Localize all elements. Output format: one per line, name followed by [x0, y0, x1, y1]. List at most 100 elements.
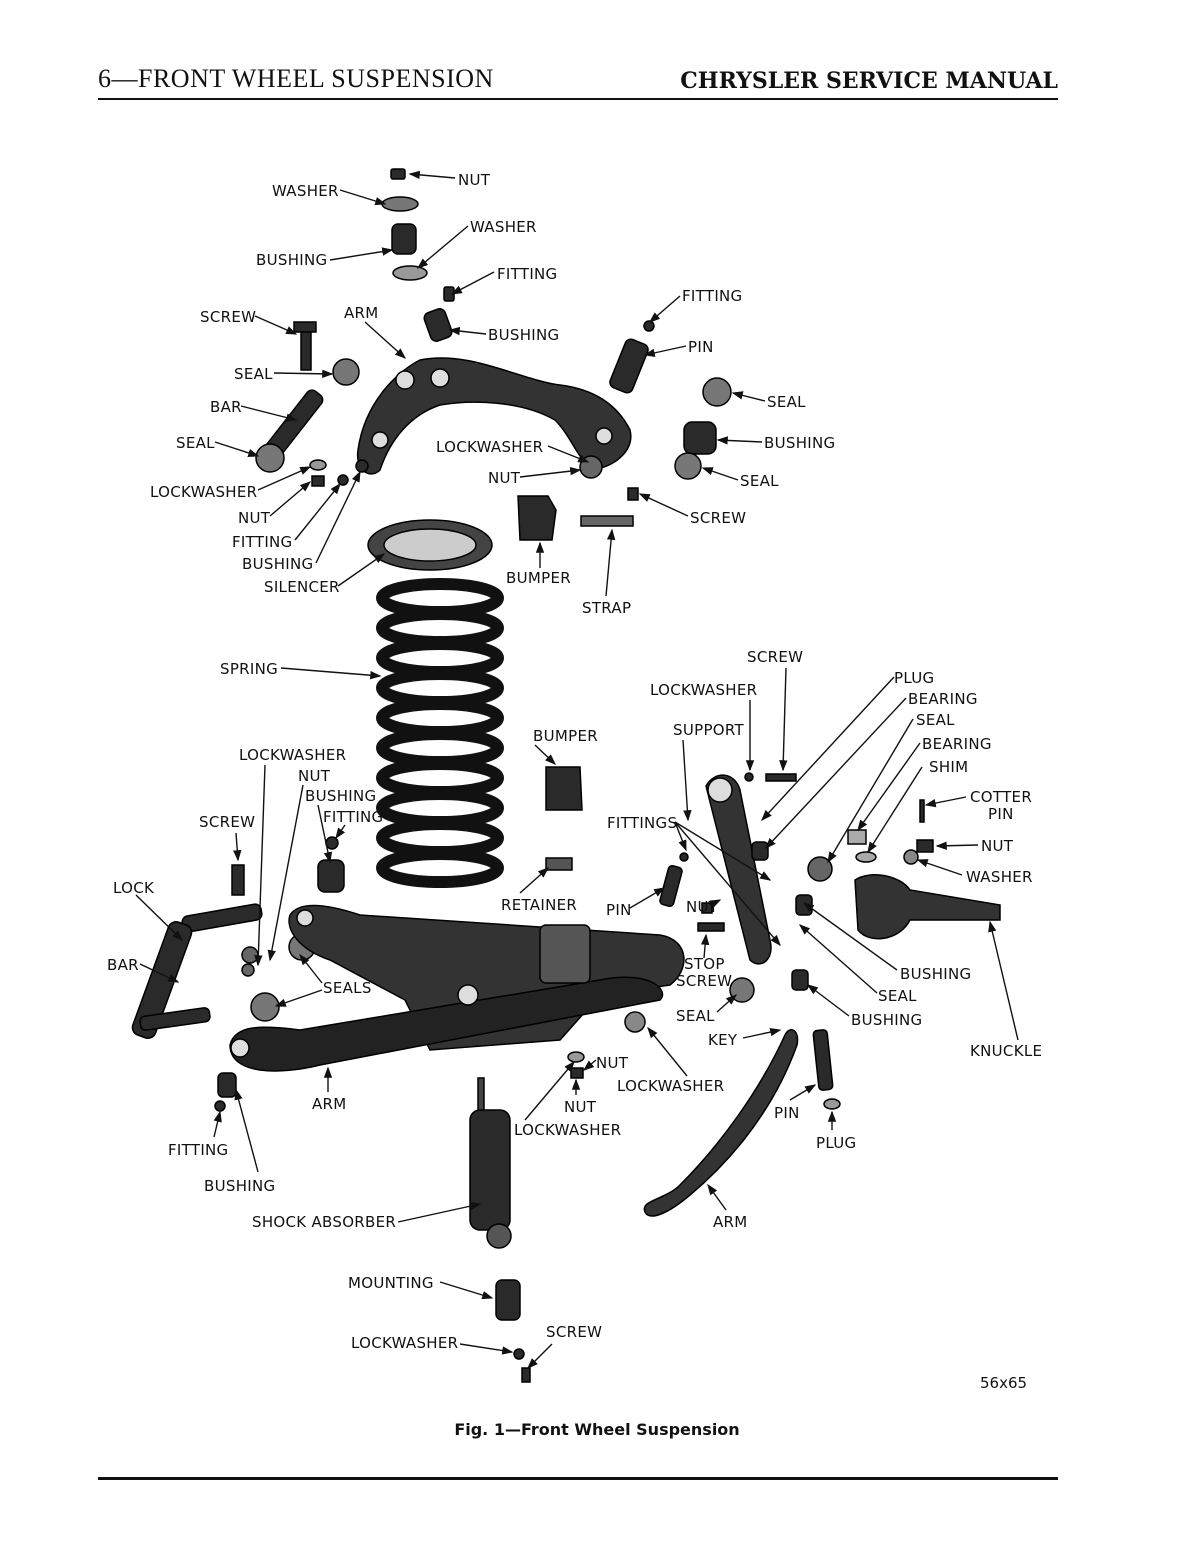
figure-code: 56x65: [980, 1374, 1028, 1392]
label-lockwasher: LOCKWASHER: [617, 1077, 724, 1095]
label-fitting: FITTING: [323, 808, 383, 826]
label-bushing: BUSHING: [851, 1011, 922, 1029]
label-nut: NUT: [238, 509, 271, 527]
label-nut: NUT: [981, 837, 1014, 855]
lower-bumper: [545, 766, 583, 811]
small-bushing: [355, 459, 369, 473]
label-washer: WASHER: [966, 868, 1033, 886]
label-stop-screw: SCREW: [676, 972, 732, 990]
label-nut: NUT: [298, 767, 331, 785]
screw-head: [293, 321, 317, 333]
seal-left-lower: [255, 443, 285, 473]
label-lockwasher: LOCKWASHER: [351, 1334, 458, 1352]
label-lock: LOCK: [113, 879, 155, 897]
label-lockwasher: LOCKWASHER: [514, 1121, 621, 1139]
label-cotter: COTTER: [970, 788, 1032, 806]
label-screw: SCREW: [690, 509, 746, 527]
parts-illustration: [255, 168, 732, 571]
lock-plate: [181, 903, 263, 933]
plug: [823, 1098, 841, 1110]
label-arm: ARM: [344, 304, 379, 322]
label-stop: STOP: [684, 955, 725, 973]
label-spring: SPRING: [220, 660, 278, 678]
label-screw: SCREW: [546, 1323, 602, 1341]
bearing-2: [847, 829, 867, 845]
mount-screw: [521, 1367, 531, 1383]
label-fittings: FITTINGS: [607, 814, 677, 832]
label-bushing: BUSHING: [764, 434, 835, 452]
label-bushing: BUSHING: [204, 1177, 275, 1195]
bushing-right-small: [795, 894, 813, 916]
left-screw: [231, 864, 245, 896]
label-lockwasher: LOCKWASHER: [436, 438, 543, 456]
label-lockwasher: LOCKWASHER: [650, 681, 757, 699]
label-washer: WASHER: [470, 218, 537, 236]
label-plug: PLUG: [816, 1134, 856, 1152]
stop-screw: [697, 922, 725, 932]
upper-pin: [609, 338, 649, 394]
label-bushing: BUSHING: [242, 555, 313, 573]
seal-lower-2: [250, 992, 280, 1022]
label-pin: PIN: [606, 901, 632, 919]
mounting: [495, 1279, 521, 1321]
bar-plate: [139, 1007, 211, 1031]
seal-right: [729, 977, 755, 1003]
steering-arm: [643, 1029, 799, 1217]
spring-seat: [539, 924, 591, 984]
lower-control-arm-lower: [229, 976, 664, 1072]
page-header-section: 6—FRONT WHEEL SUSPENSION: [98, 64, 494, 93]
seal-left-upper: [332, 358, 360, 386]
page-header-manual-title: CHRYSLER SERVICE MANUAL: [680, 68, 1058, 94]
label-arm: ARM: [713, 1213, 748, 1231]
top-nut: [390, 168, 406, 180]
label-seal: SEAL: [740, 472, 779, 490]
label-bumper: BUMPER: [506, 569, 571, 587]
label-pin: PIN: [688, 338, 714, 356]
support-screw: [765, 773, 797, 782]
bearing-upper: [751, 841, 769, 861]
lower-fitting: [214, 1100, 226, 1112]
leader-lines: [135, 170, 1019, 1369]
part-labels: NUT WASHER WASHER BUSHING FITTING FITTIN…: [107, 171, 1042, 1352]
steering-knuckle: [854, 874, 1001, 940]
arm-bushing: [423, 308, 453, 342]
upper-control-arm: [356, 357, 632, 475]
shock-absorber: [469, 1109, 511, 1231]
label-bushing: BUSHING: [305, 787, 376, 805]
label-seal: SEAL: [234, 365, 273, 383]
strap: [580, 515, 634, 527]
label-bushing: BUSHING: [900, 965, 971, 983]
left-fitting: [325, 836, 339, 850]
label-arm: ARM: [312, 1095, 347, 1113]
label-bumper: BUMPER: [533, 727, 598, 745]
label-bar: BAR: [107, 956, 139, 974]
label-fitting: FITTING: [232, 533, 292, 551]
label-cotter-pin: PIN: [988, 805, 1014, 823]
label-fitting: FITTING: [168, 1141, 228, 1159]
label-lockwasher: LOCKWASHER: [150, 483, 257, 501]
left-bushing: [317, 859, 345, 893]
strap-screw: [627, 487, 639, 501]
label-bearing: BEARING: [922, 735, 992, 753]
label-bushing: BUSHING: [256, 251, 327, 269]
label-plug: PLUG: [894, 669, 934, 687]
label-silencer: SILENCER: [264, 578, 340, 596]
top-bushing: [391, 223, 417, 255]
seal-right-upper: [702, 377, 732, 407]
label-seals: SEALS: [323, 979, 372, 997]
support-lockwasher: [744, 772, 754, 782]
stabilizer-bar: [131, 921, 193, 1039]
label-bearing: BEARING: [908, 690, 978, 708]
label-nut: NUT: [488, 469, 521, 487]
bushing-right: [683, 421, 717, 455]
small-lockwasher: [309, 459, 327, 471]
label-knuckle: KNUCKLE: [970, 1042, 1042, 1060]
label-shim: SHIM: [929, 758, 968, 776]
header-rule: [98, 98, 1058, 100]
label-screw: SCREW: [200, 308, 256, 326]
top-washer: [381, 196, 419, 212]
figure-caption: Fig. 1—Front Wheel Suspension: [454, 1420, 740, 1439]
lower-washer: [392, 265, 428, 281]
label-fitting: FITTING: [497, 265, 557, 283]
